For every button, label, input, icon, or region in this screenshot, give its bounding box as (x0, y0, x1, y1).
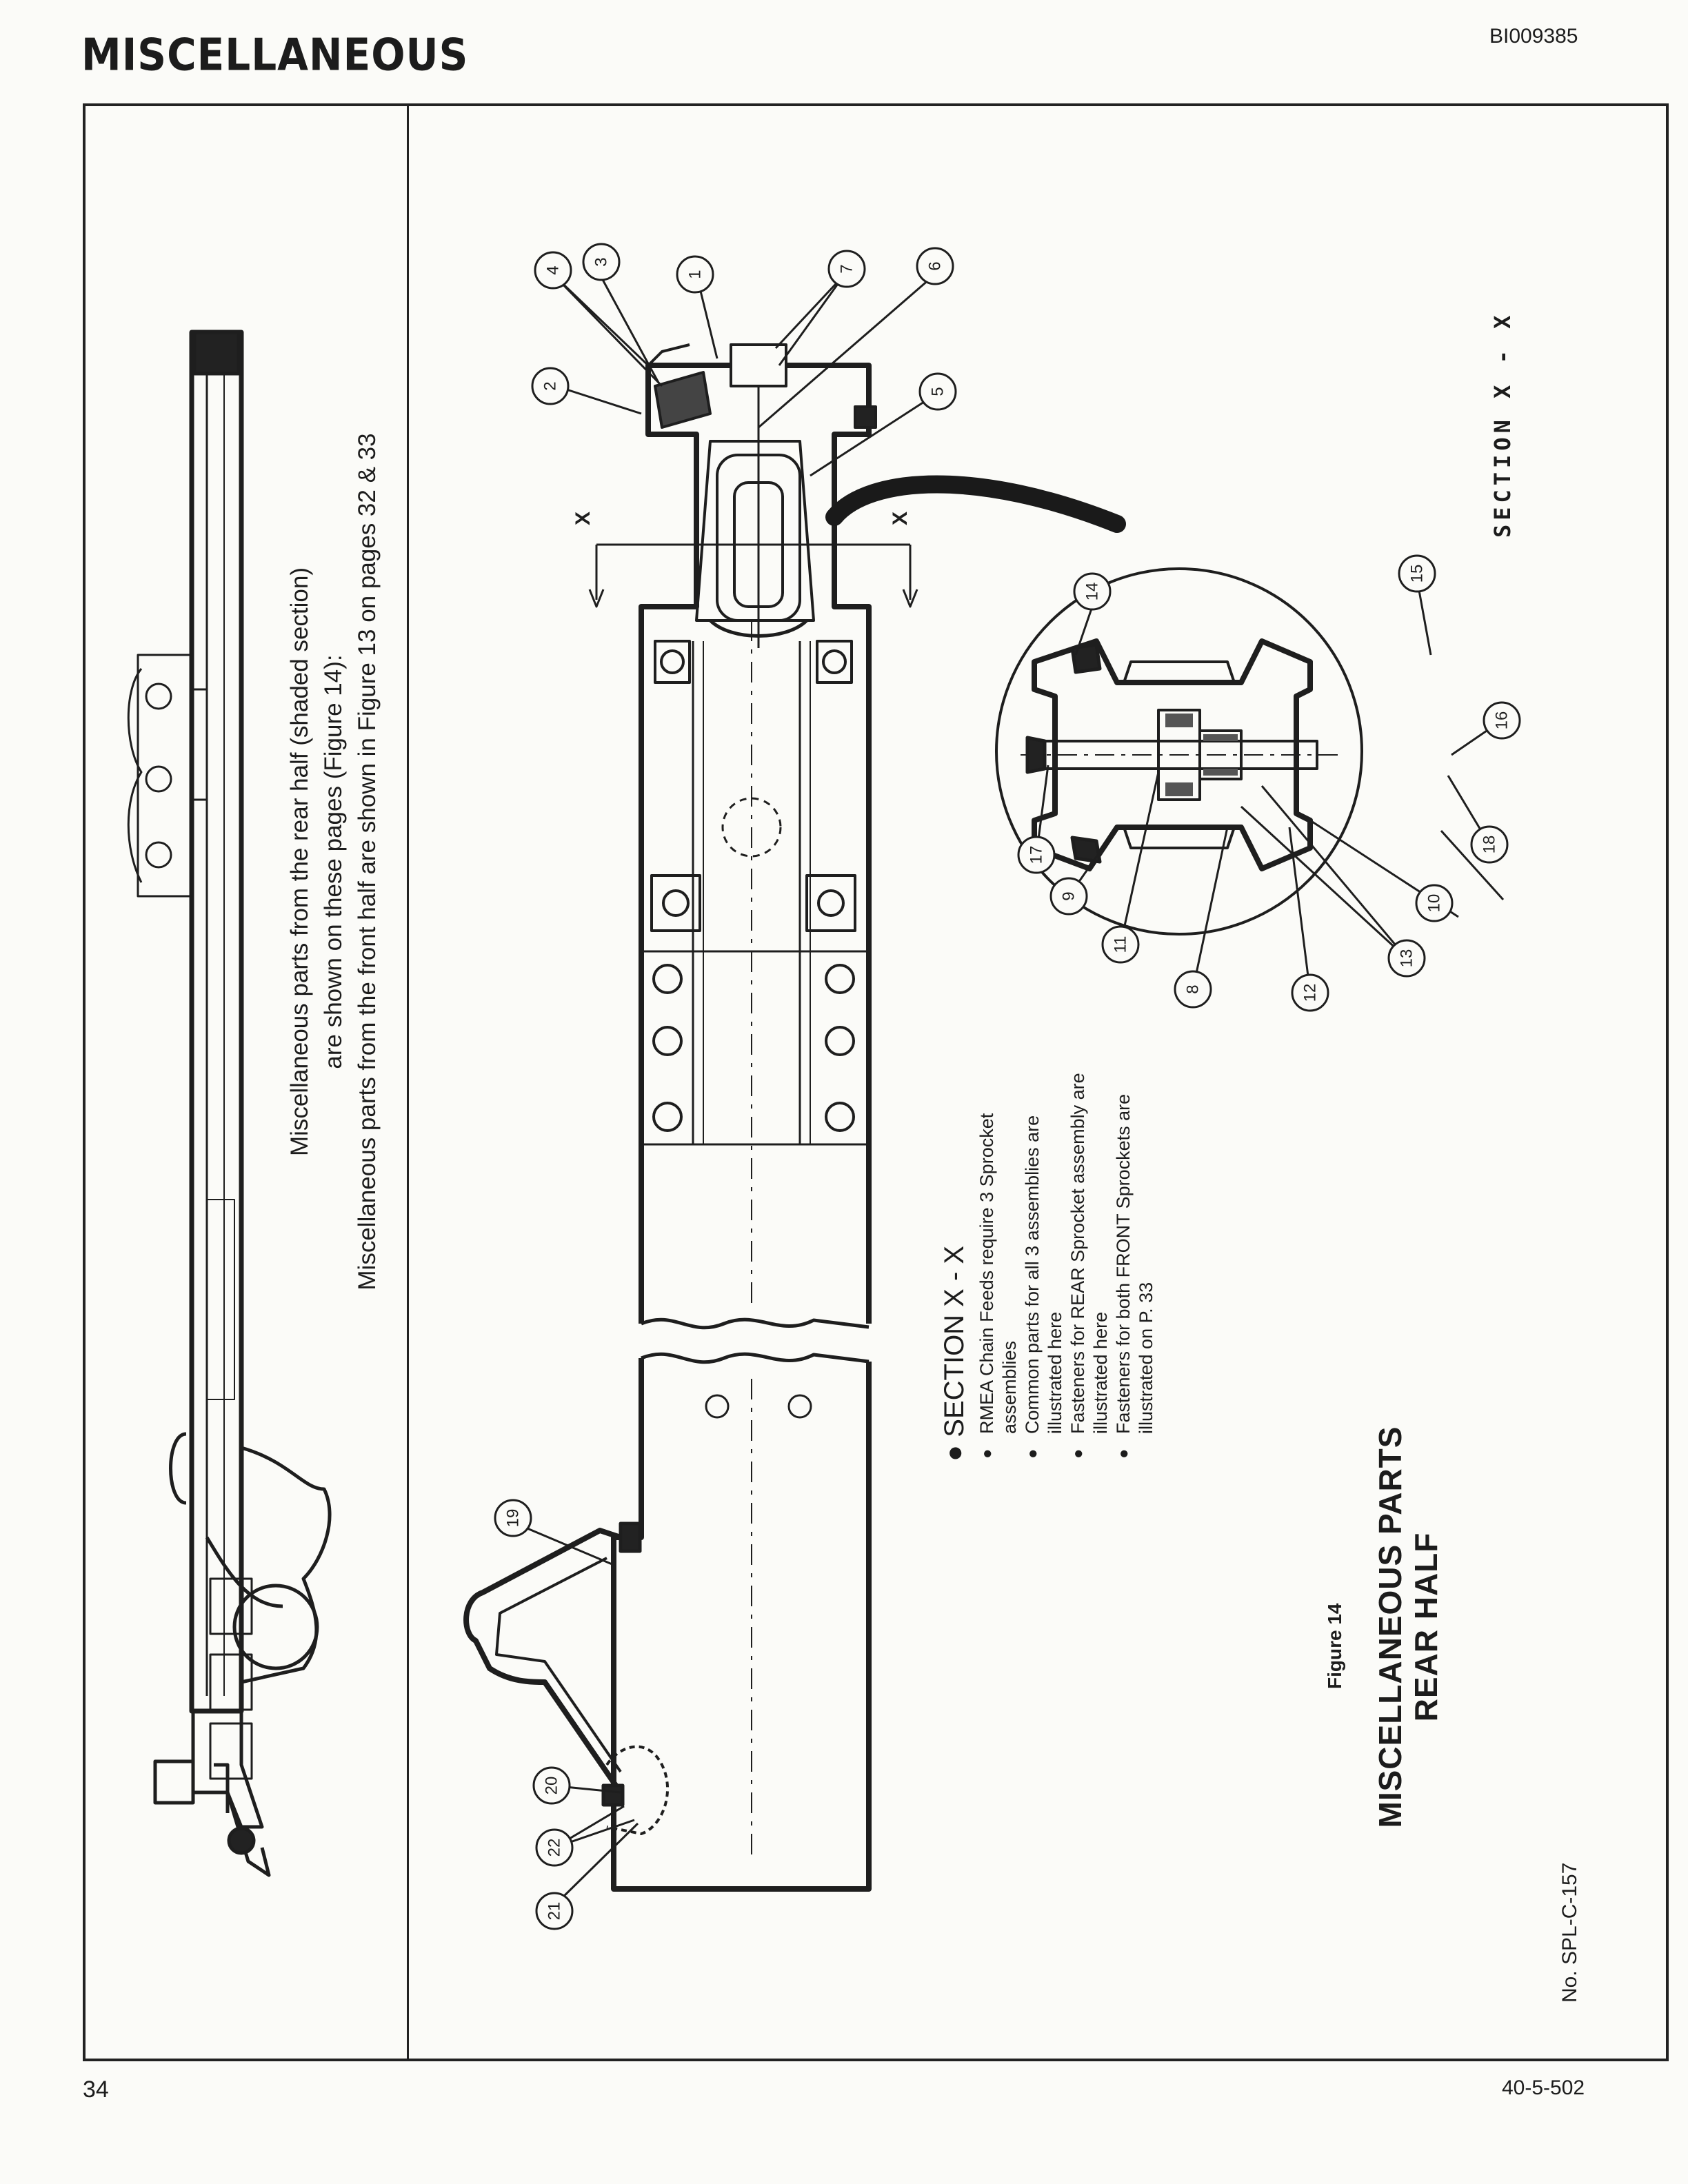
callout-number: 3 (592, 257, 611, 266)
section-cut-marker: X (889, 512, 912, 525)
callout-number: 10 (1425, 894, 1444, 913)
column-divider (407, 103, 409, 2061)
callout-number: 17 (1027, 846, 1046, 865)
callout-leaders (515, 273, 1505, 1904)
callout-number: 2 (541, 381, 560, 390)
page-frame (83, 103, 1669, 2061)
callout-number: 1 (686, 270, 705, 279)
callout-number: 9 (1060, 891, 1078, 900)
page-header-title: MISCELLANEOUS (81, 29, 469, 81)
callout-12: 12 (1291, 973, 1329, 1012)
callout-number: 7 (838, 264, 856, 273)
callout-21: 21 (535, 1892, 574, 1930)
callout-number: 13 (1398, 949, 1416, 968)
callout-15: 15 (1398, 554, 1436, 593)
conveyor-overview-drawing (127, 330, 332, 1877)
callout-number: 14 (1083, 583, 1102, 601)
callout-5: 5 (918, 372, 957, 411)
callout-number: 22 (545, 1839, 564, 1857)
callout-number: 18 (1480, 836, 1499, 854)
callout-number: 15 (1408, 565, 1427, 583)
callout-7: 7 (827, 250, 866, 288)
section-detail-drawing (825, 475, 1363, 936)
callout-20: 20 (532, 1766, 571, 1805)
callout-number: 12 (1301, 984, 1320, 1002)
callout-18: 18 (1470, 825, 1509, 864)
callout-number: 19 (504, 1509, 523, 1528)
callout-22: 22 (535, 1828, 574, 1867)
callout-3: 3 (582, 243, 621, 281)
callout-11: 11 (1101, 925, 1140, 964)
callout-14: 14 (1073, 572, 1112, 611)
callout-17: 17 (1017, 836, 1056, 874)
conveyor-body-drawing (463, 343, 918, 1892)
callout-number: 5 (929, 387, 947, 396)
callout-number: 16 (1493, 711, 1511, 730)
callout-number: 4 (544, 265, 563, 274)
callout-9: 9 (1049, 877, 1088, 916)
callout-13: 13 (1387, 939, 1426, 978)
callout-1: 1 (676, 255, 714, 294)
document-code: 40-5-502 (1502, 2076, 1585, 2099)
callout-6: 6 (916, 247, 954, 285)
callout-8: 8 (1174, 970, 1212, 1009)
page-number: 34 (83, 2076, 109, 2103)
callout-number: 20 (543, 1777, 561, 1795)
callout-number: 11 (1112, 936, 1130, 953)
callout-number: 8 (1184, 984, 1203, 993)
callout-19: 19 (494, 1499, 532, 1537)
callout-4: 4 (534, 251, 572, 290)
callout-number: 21 (545, 1902, 564, 1921)
callout-16: 16 (1483, 701, 1521, 740)
document-id: BI009385 (1489, 25, 1578, 48)
section-cut-marker: X (572, 512, 594, 525)
callout-number: 6 (926, 261, 945, 270)
callout-10: 10 (1415, 884, 1454, 922)
callout-2: 2 (531, 367, 570, 405)
